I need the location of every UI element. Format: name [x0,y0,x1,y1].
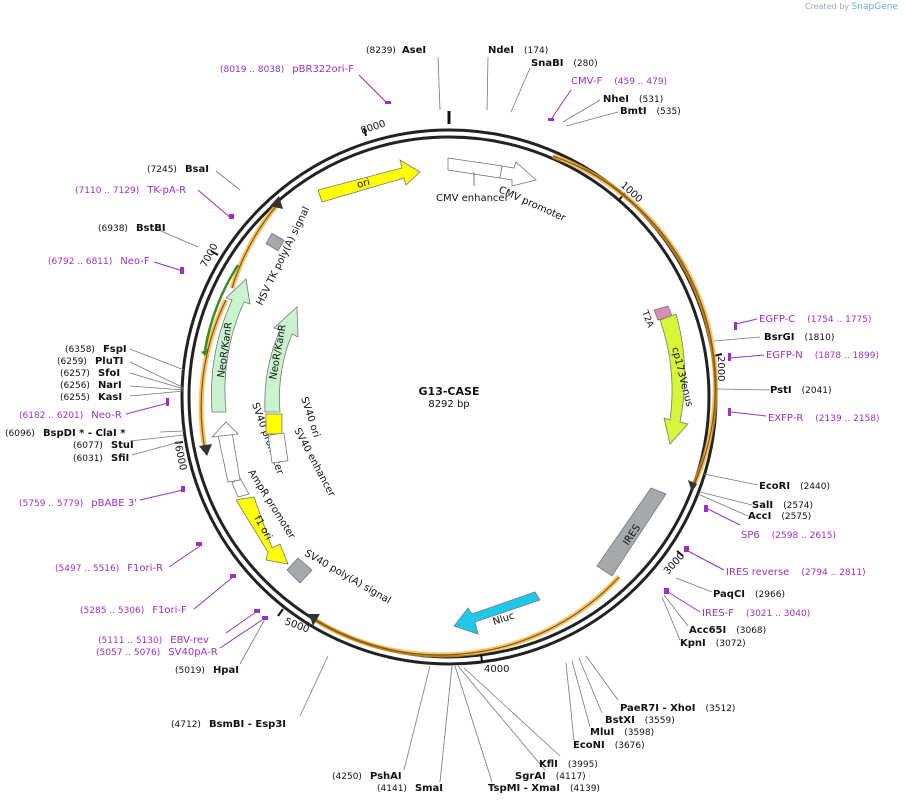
plasmid-size: 8292 bp [428,399,469,410]
arrowhead-neo-arc [199,444,212,456]
site-kasI: (6255)KasI [60,392,122,403]
site-kpnI: KpnI(3072) [680,638,746,649]
site-bstxI: BstXI(3559) [605,715,675,726]
site-paqcI: PaqCI(2966) [713,589,785,600]
sv40-promoter-arrowhead [210,421,239,438]
sv40-promoter-feature [217,431,241,483]
neor-inner-feature [264,306,299,413]
ori-feature [317,159,421,203]
snapgene-credit: Created by SnapGene [805,2,898,12]
site-narI: (6256)NarI [60,380,122,391]
site-ndeI: NdeI(174) [488,45,548,56]
site-hpaI: (5019)HpaI [175,665,239,676]
site-plutI: (6259)PluTI [57,356,123,367]
site-accI: AccI(2575) [748,511,811,522]
tick-8000: 8000 [360,119,388,137]
arrowhead-nluc-arc [309,614,320,626]
primer-tk-pa-r: (7110 .. 7129)TK-pA-R [75,185,186,196]
primer-sv40pa-r: (5057 .. 5076)SV40pA-R [96,647,218,658]
cmv-promoter-feature [499,161,537,187]
site-salI: SalI(2574) [752,500,813,511]
primer-f1ori-r: (5497 .. 5516)F1ori-R [55,563,163,574]
site-sfoI: (6257)SfoI [60,368,120,379]
site-snabI: SnaBI(280) [531,58,598,69]
primer-sp6: SP6(2598 .. 2615) [741,530,836,541]
site-bsrgI: BsrGI(1810) [764,332,834,343]
cmv-promoter-label: CMV promoter [497,185,568,225]
primer-neo-f: (6792 .. 6811)Neo-F [48,256,150,267]
primer-ires-reverse: IRES reverse(2794 .. 2811) [726,567,866,578]
tick-4000: 4000 [484,664,509,675]
site-nheI: NheI(531) [603,94,663,105]
site-bstbI: (6938)BstBI [98,223,166,234]
cmv-enhancer-feature [447,157,503,179]
t2a-label: T2A [639,308,655,330]
sv40-polya-feature [286,557,313,584]
primer-exfp-r: EXFP-R(2139 .. 2158) [768,413,880,424]
cmv-enhancer-label: CMV enhancer [436,193,510,204]
primer-pbabe-3: (5759 .. 5779)pBABE 3' [19,498,137,509]
site-acc65I: Acc65I(3068) [689,625,766,636]
site-bsmbI-esp3I: (4712)BsmBI - Esp3I [171,719,286,730]
primer-labels: (8019 .. 8038)pBR322ori-F CMV-F(459 .. 4… [19,64,880,658]
primer-f1ori-f: (5285 .. 5306)F1ori-F [80,605,187,616]
site-bmtI: BmtI(535) [620,106,681,117]
arrowhead-hsv-arc [270,196,283,209]
leader-lines [129,56,771,783]
arrowhead-venus-arc [688,480,697,492]
plasmid-name: G13-CASE [419,385,480,398]
primer-egfp-n: EGFP-N(1878 .. 1899) [766,350,879,361]
venus-feature [659,313,689,445]
credit-brand: SnapGene [851,2,898,12]
site-paer7I-xhoI: PaeR7I - XhoI(3512) [620,703,735,714]
sv40-ori-feature [265,413,283,435]
primer-leaders [125,74,767,649]
primer-ebv-rev: (5111 .. 5130)EBV-rev [98,635,209,646]
site-mluI: MluI(3598) [590,727,654,738]
site-kflI: KflI(3995) [539,759,598,770]
primer-neo-r: (6182 .. 6201)Neo-R [19,410,122,421]
site-sgraI: SgrAI(4117) [515,771,586,782]
site-econI: EcoNI(3676) [573,740,645,751]
ires-feature [596,487,667,577]
primer-pbr322ori-f: (8019 .. 8038)pBR322ori-F [220,64,354,75]
nluc-feature [453,591,541,635]
ori-label: ori [356,177,371,191]
neo-primer-arc [203,264,240,351]
primer-egfp-c: EGFP-C(1754 .. 1775) [759,314,872,325]
tick-6000: 6000 [172,444,188,471]
site-pshaI: (4250)PshAI [332,771,402,782]
site-tspmI-xmaI: TspMI - XmaI(4139) [488,783,600,794]
site-labels: (8239)AseI NdeI(174) SnaBI(280) NheI(531… [5,45,834,794]
tick-5000: 5000 [283,616,311,635]
primer-ires-f: IRES-F(3021 .. 3040) [702,608,810,619]
site-ecorI: EcoRI(2440) [759,481,830,492]
sv40-polya-label: SV40 poly(A) signal [303,548,393,606]
tick-2000: 2000 [715,356,726,381]
orange-arc-cores [200,155,716,656]
primer-marks [166,101,737,620]
neor-outer-feature [211,278,251,413]
site-pstI: PstI(2041) [770,385,832,396]
hsv-tk-feature [265,232,285,252]
f1-ori-feature [235,496,289,565]
neor-outer-label: NeoR/KanR [216,322,235,379]
neo-primer-arrowhead [201,348,209,356]
primer-cmv-f: CMV-F(459 .. 479) [571,76,667,87]
site-stuI: (6077)StuI [73,440,134,451]
site-bsaI: (7245)BsaI [147,164,209,175]
site-fspI: (6358)FspI [65,344,127,355]
site-sfiI: (6031)SfiI [73,453,129,464]
credit-prefix: Created by [805,2,850,11]
sv40-enhancer-feature [267,432,289,464]
site-aseI: (8239)AseI [366,45,426,56]
site-bspdI-claI: (6096)BspDI * - ClaI * [5,428,126,439]
site-smaI: (4141)SmaI [377,783,443,794]
